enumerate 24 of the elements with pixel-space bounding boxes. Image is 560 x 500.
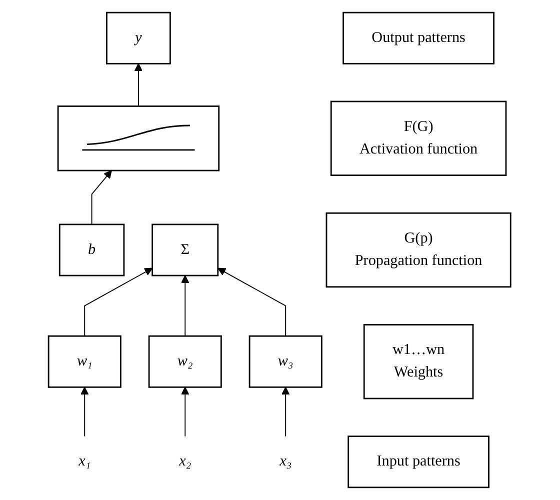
arrow	[218, 268, 286, 337]
arrow	[181, 386, 190, 437]
node-box	[59, 224, 126, 276]
node-box	[348, 436, 490, 488]
arrow	[80, 386, 90, 437]
node-box	[364, 324, 474, 400]
node-box	[48, 335, 122, 388]
node-box	[326, 212, 512, 288]
node-text: x₁	[79, 453, 92, 470]
node-picture	[58, 106, 220, 172]
arrow	[84, 268, 154, 337]
node-box	[106, 12, 172, 64]
node-text: x₃	[280, 453, 292, 470]
arrow	[282, 386, 290, 437]
arrow	[134, 63, 144, 107]
neuron-diagram: y Output patterns F(G) Activation function b Σ G(p) Propagation function w₁ w₂ w₃ w1…wn Weights x₁ x₂ x₃ Input patterns	[41, 5, 519, 495]
node-box	[148, 335, 222, 388]
node-box	[343, 12, 495, 64]
arrow	[92, 170, 112, 225]
node-text: x₂	[180, 453, 192, 470]
arrow	[181, 275, 190, 337]
node-box	[330, 100, 508, 176]
node-box	[249, 335, 323, 388]
node-box	[152, 224, 220, 276]
